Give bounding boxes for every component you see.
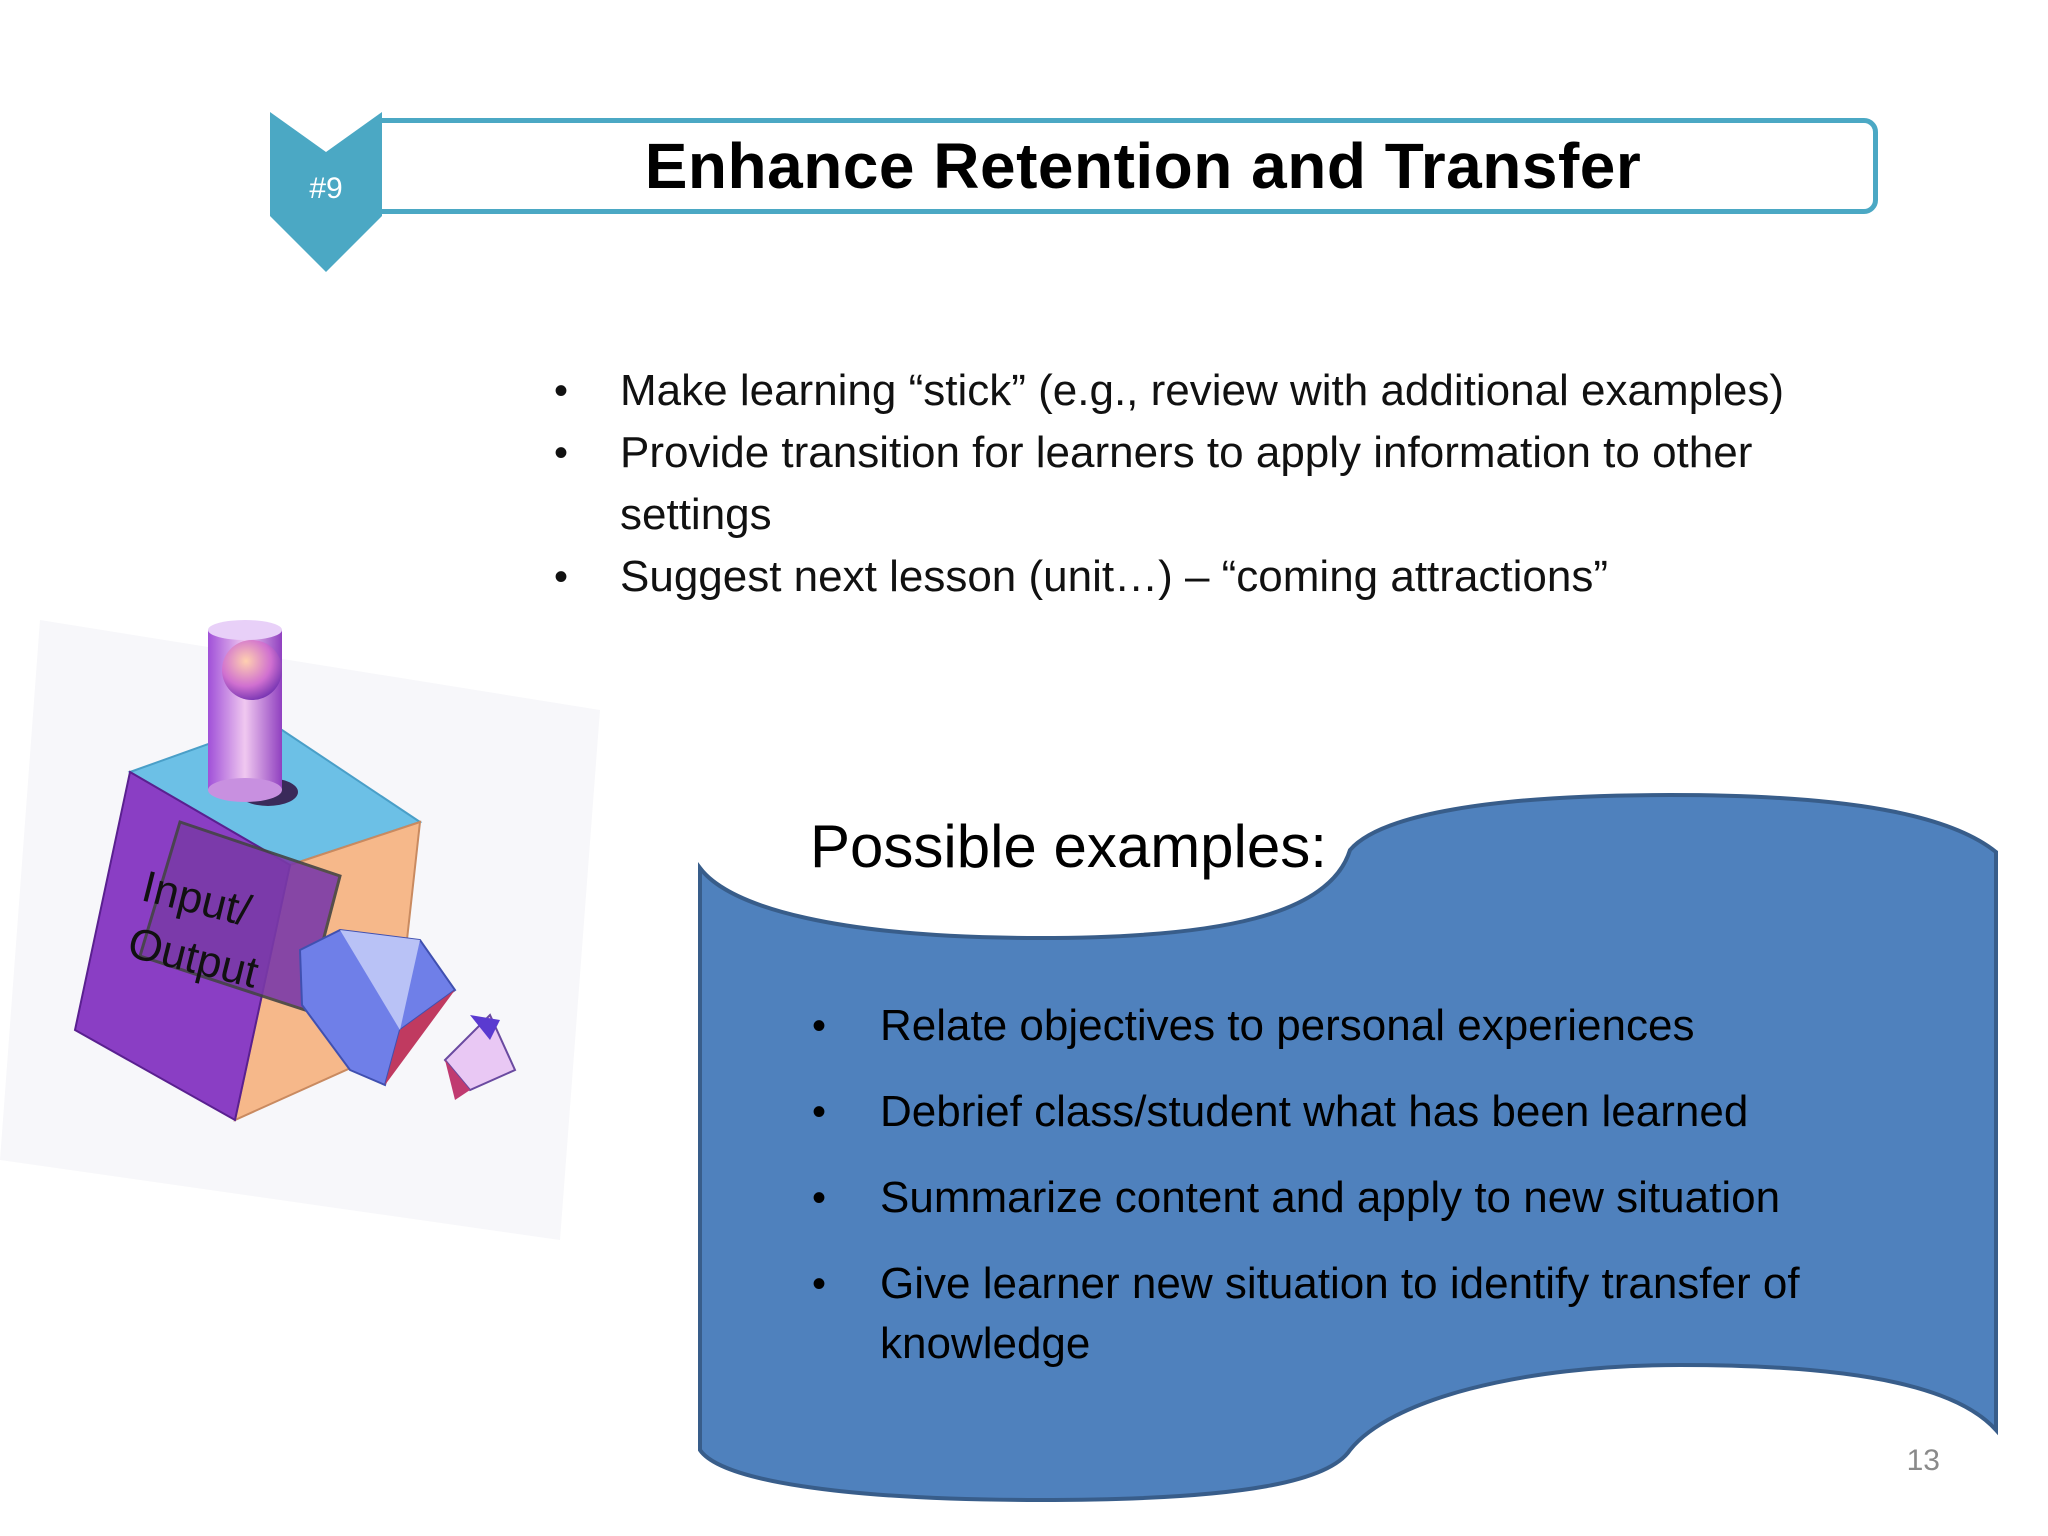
bullet-text: Suggest next lesson (unit…) – “coming at… <box>620 552 1609 601</box>
bullet-icon: • <box>812 1004 827 1048</box>
bullet-text: Relate objectives to personal experience… <box>880 1001 1695 1050</box>
list-item: • Relate objectives to personal experien… <box>806 996 1906 1056</box>
input-output-box-illustration <box>0 620 600 1240</box>
slide-title: Enhance Retention and Transfer <box>644 130 1642 202</box>
list-item: • Provide transition for learners to app… <box>548 422 1788 546</box>
bullet-text: Debrief class/student what has been lear… <box>880 1087 1749 1136</box>
list-item: • Give learner new situation to identify… <box>806 1254 1906 1374</box>
examples-list: • Relate objectives to personal experien… <box>806 996 1906 1400</box>
title-frame <box>368 118 1878 214</box>
step-badge: #9 <box>270 112 382 272</box>
list-item: • Make learning “stick” (e.g., review wi… <box>548 360 1788 422</box>
examples-heading: Possible examples: <box>810 813 1327 880</box>
bullet-text: Summarize content and apply to new situa… <box>880 1173 1781 1222</box>
bullet-icon: • <box>812 1176 827 1220</box>
wave-banner <box>698 792 1998 1503</box>
bullet-text: Give learner new situation to identify t… <box>880 1259 1800 1368</box>
bullet-icon: • <box>554 555 569 599</box>
bullet-icon: • <box>812 1090 827 1134</box>
bullet-icon: • <box>554 369 569 413</box>
bullet-icon: • <box>812 1262 827 1306</box>
page-number: 13 <box>1906 1444 1940 1477</box>
list-item: • Summarize content and apply to new sit… <box>806 1168 1906 1228</box>
top-bullet-list: • Make learning “stick” (e.g., review wi… <box>548 360 1788 608</box>
list-item: • Suggest next lesson (unit…) – “coming … <box>548 546 1788 608</box>
bullet-text: Make learning “stick” (e.g., review with… <box>620 366 1785 415</box>
bullet-icon: • <box>554 431 569 475</box>
step-badge-label: #9 <box>309 172 343 205</box>
bullet-text: Provide transition for learners to apply… <box>620 428 1753 539</box>
list-item: • Debrief class/student what has been le… <box>806 1082 1906 1142</box>
chevron-down-icon <box>270 112 382 272</box>
